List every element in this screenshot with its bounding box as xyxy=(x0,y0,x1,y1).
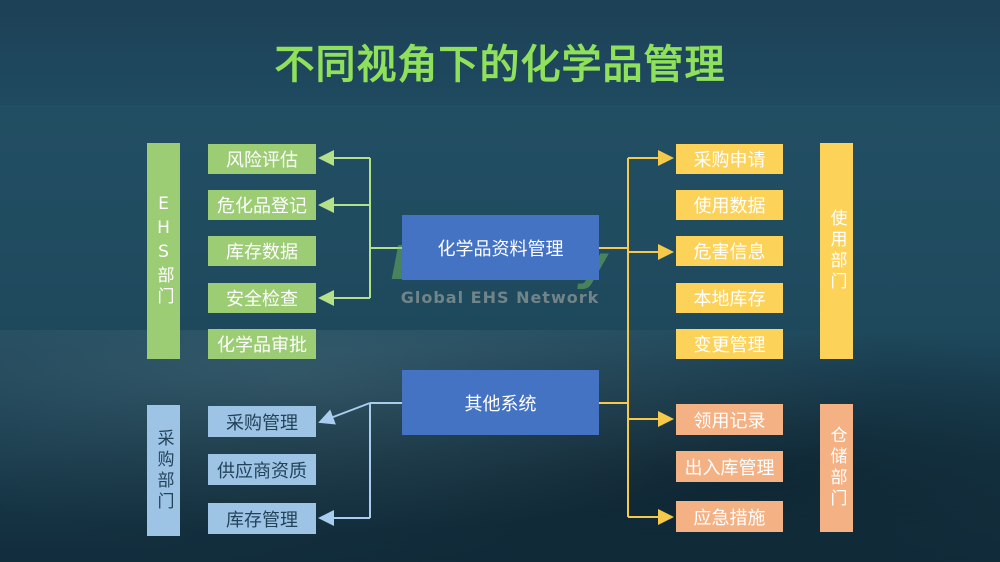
other-systems-box: 其他系统 xyxy=(402,370,599,435)
storage-item-requisition-record: 领用记录 xyxy=(676,404,783,435)
use-item-usage-data: 使用数据 xyxy=(676,190,783,220)
use-item-local-inventory: 本地库存 xyxy=(676,283,783,313)
use-item-change-management: 变更管理 xyxy=(676,329,783,359)
storage-item-emergency-measures: 应急措施 xyxy=(676,501,783,532)
purchase-connectors xyxy=(318,402,402,526)
right-connectors xyxy=(599,150,674,525)
purchase-item-inventory-management: 库存管理 xyxy=(208,503,316,534)
ehs-connectors xyxy=(318,150,402,306)
use-item-purchase-request: 采购申请 xyxy=(676,144,783,174)
chem-data-management-box: 化学品资料管理 xyxy=(402,215,599,280)
purchase-dept-label: 采购部门 xyxy=(147,405,180,536)
ehs-item-inventory-data: 库存数据 xyxy=(208,236,316,266)
ehs-item-chemical-approval: 化学品审批 xyxy=(208,329,316,359)
purchase-item-procurement: 采购管理 xyxy=(208,406,316,437)
header-band xyxy=(0,0,1000,105)
ehs-item-hazmat-registration: 危化品登记 xyxy=(208,190,316,220)
ehs-item-safety-inspection: 安全检查 xyxy=(208,283,316,313)
ehs-item-risk-assessment: 风险评估 xyxy=(208,144,316,174)
use-item-hazard-info: 危害信息 xyxy=(676,236,783,266)
storage-item-in-out-management: 出入库管理 xyxy=(676,451,783,482)
purchase-item-supplier-qualification: 供应商资质 xyxy=(208,454,316,485)
storage-dept-label: 仓储部门 xyxy=(820,404,853,532)
use-dept-label: 使用部门 xyxy=(820,143,853,359)
ehs-dept-label: EHS部门 xyxy=(147,143,180,359)
page-title: 不同视角下的化学品管理 xyxy=(274,42,726,88)
